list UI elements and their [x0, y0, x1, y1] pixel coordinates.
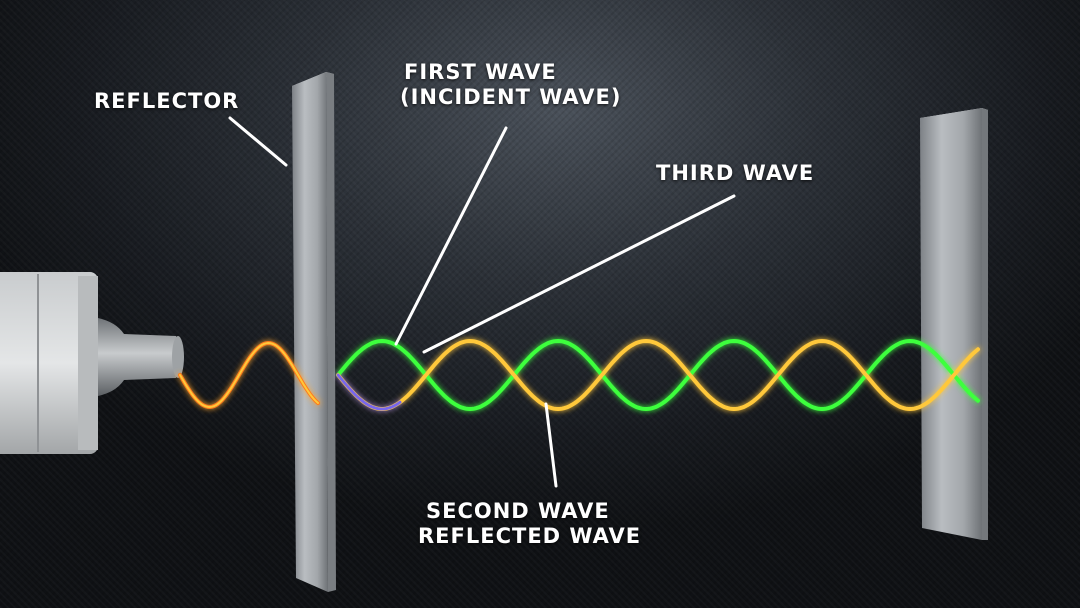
right-reflector-plate — [920, 108, 988, 540]
third-wave-label: THIRD WAVE — [656, 161, 815, 185]
source-wave-core — [179, 341, 319, 409]
first-wave-label: FIRST WAVE — [404, 60, 557, 84]
reflector-leader-line — [228, 116, 288, 167]
reflector-label: REFLECTOR — [94, 89, 240, 113]
incident-wave-label: (INCIDENT WAVE) — [400, 85, 622, 109]
second-wave-leader-line — [544, 402, 558, 488]
incident-wave — [336, 338, 980, 412]
reflected-wave-label: REFLECTED WAVE — [418, 524, 642, 548]
left-reflector-plate — [292, 72, 336, 592]
reflected-wave — [336, 338, 980, 412]
third-wave-leader-line — [422, 194, 736, 354]
waves-group — [178, 338, 980, 412]
wave-emitter-icon — [0, 272, 184, 454]
second-wave-label: SECOND WAVE — [426, 499, 610, 523]
first-wave-leader-line — [394, 126, 508, 346]
incident-wave-tip — [336, 373, 402, 411]
